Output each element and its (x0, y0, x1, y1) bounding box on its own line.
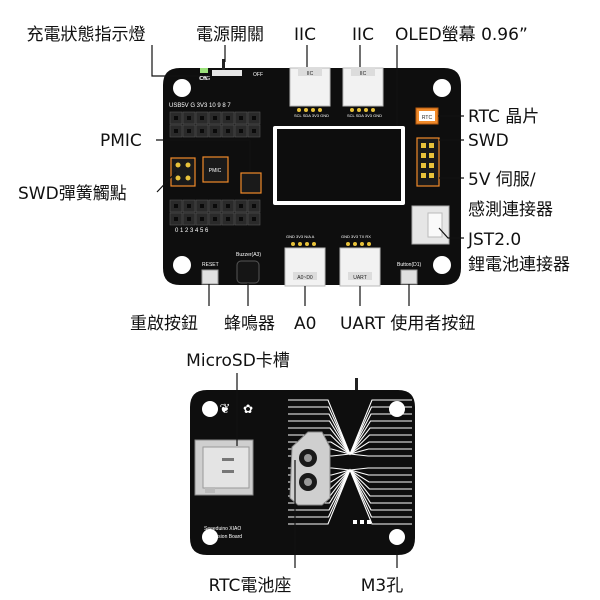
back-leader-lines (236, 373, 398, 568)
iic-pins-2: SCL SDA 3V3 GND (347, 113, 382, 118)
label-rtc-battery: RTC電池座 (209, 576, 292, 596)
swd-pin (429, 163, 434, 168)
back-silk-1: Seeeduino XIAO (204, 526, 241, 532)
label-jst-2: 鋰電池連接器 (468, 255, 570, 275)
swd-header (416, 137, 440, 187)
back-board: ❦ ✿ Seeeduino XIAO Expansion Board (190, 378, 415, 555)
puzzle-logo-icon: ✿ (243, 402, 253, 416)
power-switch (212, 70, 242, 76)
uart-pins: GND 3V3 TX RX (341, 234, 371, 239)
charge-led (200, 68, 208, 73)
silk-chg: CHG (199, 76, 210, 82)
label-power-switch: 電源開關 (196, 25, 264, 45)
label-m3-hole: M3孔 (361, 576, 403, 596)
swd-pin (421, 153, 426, 158)
label-oled: OLED螢幕 0.96” (395, 25, 528, 45)
front-leader-lines (151, 45, 464, 306)
label-iic-1: IIC (294, 25, 316, 45)
label-rtc-chip: RTC 晶片 (468, 107, 539, 127)
buzzer (236, 260, 260, 284)
label-servo-1: 5V 伺服/ (468, 170, 536, 190)
power-switch-lever (222, 59, 225, 71)
label-iic-2: IIC (352, 25, 374, 45)
a0-connector: GND 3V3 N/A A A0~D0 (284, 234, 326, 287)
swd-pin (421, 143, 426, 148)
silk-pin-row-bottom: 0 1 2 3 4 5 6 (175, 228, 209, 234)
iic-tag-1: IIC (307, 71, 314, 77)
microsd-slot (194, 439, 254, 496)
pmic-chip (202, 156, 229, 183)
iic-tag-2: IIC (360, 71, 367, 77)
swd-pogo-pads (170, 157, 196, 187)
label-pmic: PMIC (100, 131, 142, 151)
silk-pin-row: USB5V G 3V3 10 9 8 7 (169, 103, 231, 109)
silk-button: Button(D1) (397, 262, 422, 268)
silk-buzzer: Buzzer(A3) (236, 252, 261, 258)
iic-connector-2: IIC SCL SDA 3V3 GND (342, 67, 384, 118)
label-charge-led: 充電狀態指示燈 (27, 25, 146, 45)
rtc-battery-holder (289, 431, 331, 506)
swd-pins (421, 143, 434, 178)
iic-connector-1: IIC SCL SDA 3V3 GND (289, 67, 331, 118)
label-buzzer: 蜂鳴器 (224, 314, 275, 334)
label-swd: SWD (468, 131, 509, 151)
label-reset-button: 重啟按鈕 (130, 314, 198, 334)
label-swd-pogo: SWD彈簧觸點 (18, 184, 127, 204)
iic-pins-1: SCL SDA 3V3 GND (294, 113, 329, 118)
pmic-tag: PMIC (209, 168, 222, 174)
label-a0: A0 (294, 314, 316, 334)
a0-tag: A0~D0 (297, 275, 313, 281)
label-microsd: MicroSD卡槽 (186, 351, 290, 371)
silk-on: ON (200, 76, 208, 82)
silk-off: OFF (253, 72, 263, 78)
leaf-logo-icon: ❦ (220, 402, 231, 417)
rtc-tag: RTC (422, 115, 433, 121)
label-servo-2: 感測連接器 (468, 200, 553, 220)
swd-pin (429, 153, 434, 158)
uart-tag: UART (353, 275, 367, 281)
front-board: CHG ON OFF USB5V G 3V3 10 9 8 7 0 1 2 3 … (163, 59, 461, 287)
a0-pins: GND 3V3 N/A A (286, 234, 315, 239)
swd-pin (421, 173, 426, 178)
uart-connector: GND 3V3 TX RX UART (339, 234, 381, 287)
user-button (400, 269, 418, 285)
reset-button (201, 269, 219, 285)
label-uart-user-button: UART 使用者按鈕 (340, 313, 475, 334)
bottom-pin-header (169, 199, 261, 226)
back-silk-2: Expansion Board (204, 534, 242, 540)
oled-screen (277, 129, 401, 201)
swd-pin (429, 143, 434, 148)
swd-pin (429, 173, 434, 178)
secondary-chip (240, 172, 262, 194)
m3-hole (389, 529, 405, 545)
silk-reset: RESET (202, 262, 219, 268)
swd-pin (421, 163, 426, 168)
top-pin-header (169, 111, 261, 138)
label-jst-1: JST2.0 (467, 230, 521, 250)
